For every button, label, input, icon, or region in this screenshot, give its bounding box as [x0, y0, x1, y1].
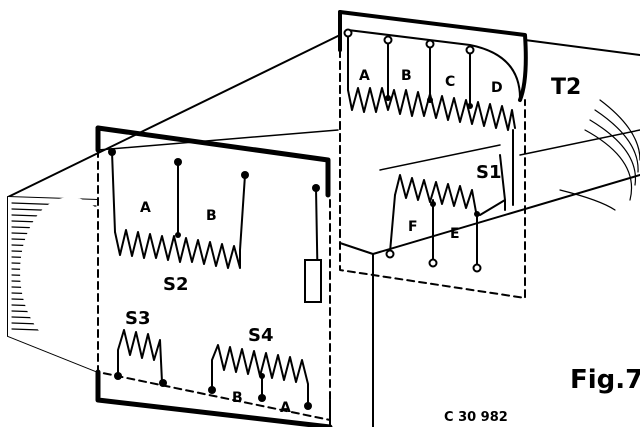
code-label: C 30 982	[444, 410, 508, 425]
s4-winding	[208, 344, 312, 410]
tap-label-t2-c: C	[445, 74, 455, 90]
tap-label-s1-e: E	[450, 226, 460, 242]
figure-label: Fig.7	[570, 365, 640, 395]
winding-label-s1: S1	[476, 162, 502, 183]
core-laminations-right	[559, 99, 640, 211]
winding-label-s4: S4	[248, 325, 274, 346]
winding-label-s3: S3	[125, 308, 151, 329]
t2-tap-pins	[343, 28, 475, 109]
tap-label-s2-a: A	[140, 200, 151, 216]
tap-label-s1-f: F	[408, 219, 418, 235]
tap-label-s4-a: A	[280, 400, 291, 416]
s1-winding	[385, 129, 514, 273]
front-coil-bobbin	[95, 125, 333, 427]
tap-label-s4-b: B	[232, 390, 243, 406]
t2-winding	[347, 87, 516, 131]
tap-label-t2-b: B	[401, 68, 412, 84]
core-laminations-left	[8, 197, 120, 372]
rear-coil-bobbin	[338, 10, 528, 299]
winding-label-s2: S2	[163, 274, 189, 295]
tap-label-s2-b: B	[206, 208, 217, 224]
transformer-label: T2	[551, 75, 581, 100]
s2-winding	[108, 148, 322, 303]
s3-winding	[114, 329, 167, 387]
tap-label-t2-d: D	[491, 80, 503, 96]
tap-label-t2-a: A	[359, 68, 370, 84]
